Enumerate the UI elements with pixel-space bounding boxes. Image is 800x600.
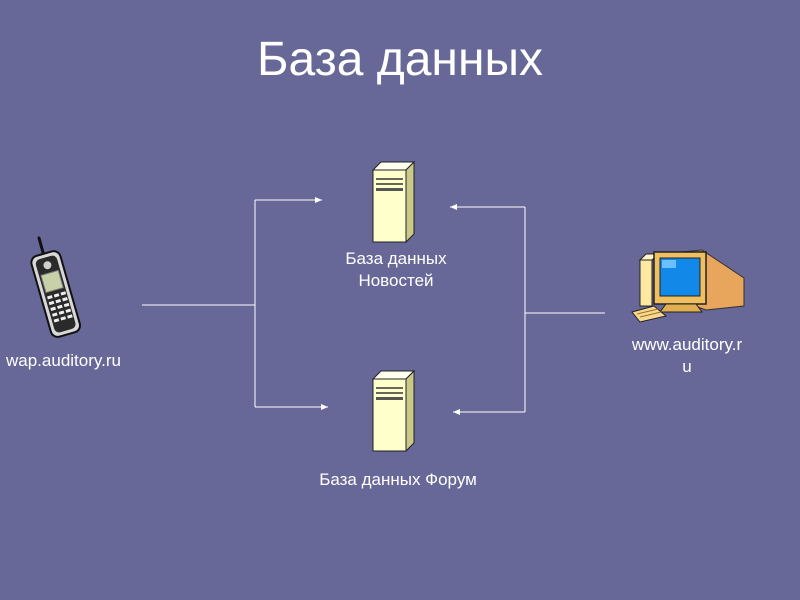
web-client-label: www.auditory.r u <box>612 334 762 378</box>
server-icon <box>373 162 414 242</box>
connector-web-to-databases <box>450 207 605 412</box>
connector-wap-to-databases <box>142 200 328 407</box>
mobile-phone-icon <box>30 238 82 339</box>
forum-database-label: База данных Форум <box>290 469 506 491</box>
server-icon <box>373 371 414 451</box>
wap-client-label: wap.auditory.ru <box>6 350 156 372</box>
desktop-computer-icon <box>632 250 744 322</box>
news-database-label: База данных Новостей <box>320 248 472 292</box>
